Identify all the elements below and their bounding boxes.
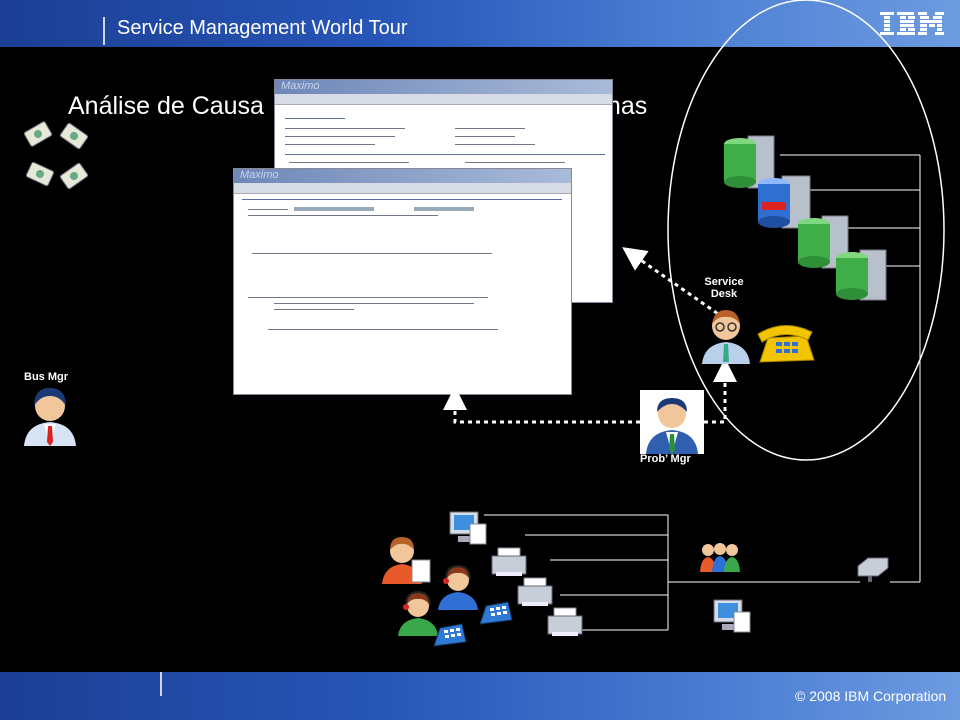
ibm-logo — [880, 12, 944, 35]
telephone-icon — [433, 623, 467, 647]
service-desk-user-icon — [702, 310, 750, 364]
window-toolbar — [275, 94, 612, 105]
printer-icon — [517, 577, 553, 606]
server-icon — [798, 215, 849, 269]
user-icon — [382, 537, 431, 584]
money-bills-icon — [23, 121, 89, 190]
window-header: Maximo — [275, 80, 612, 94]
app-name: Maximo — [240, 169, 279, 181]
header-divider — [103, 17, 105, 45]
prob-mgr-user-icon — [640, 390, 704, 454]
printer-icon — [491, 547, 527, 576]
user-headset-icon — [398, 590, 438, 636]
app-window-front[interactable]: Maximo — [233, 168, 572, 395]
bus-mgr-user-icon — [24, 388, 76, 446]
monitor-icon — [713, 599, 751, 633]
service-desk-label: Service Desk — [704, 276, 744, 300]
footer-bar: © 2008 IBM Corporation — [0, 672, 960, 720]
user-headset-icon — [438, 564, 478, 610]
printer-icon — [547, 607, 583, 636]
app-name: Maximo — [281, 80, 320, 92]
window-header: Maximo — [234, 169, 571, 183]
copyright-text: © 2008 IBM Corporation — [795, 688, 947, 704]
bus-mgr-label: Bus Mgr — [24, 371, 68, 383]
router-icon — [857, 557, 889, 582]
window-toolbar — [234, 183, 571, 194]
prob-mgr-label: Prob’ Mgr — [640, 453, 691, 465]
server-icon — [836, 249, 887, 301]
footer-divider — [160, 672, 162, 696]
slide-title: Análise de Causa — [68, 92, 264, 120]
header-title: Service Management World Tour — [117, 17, 408, 39]
telephone-icon — [757, 325, 815, 363]
telephone-icon — [479, 601, 513, 625]
header-bar: Service Management World Tour — [0, 0, 960, 47]
server-icon — [758, 175, 811, 229]
group-icon — [700, 543, 740, 572]
monitor-icon — [449, 511, 487, 545]
